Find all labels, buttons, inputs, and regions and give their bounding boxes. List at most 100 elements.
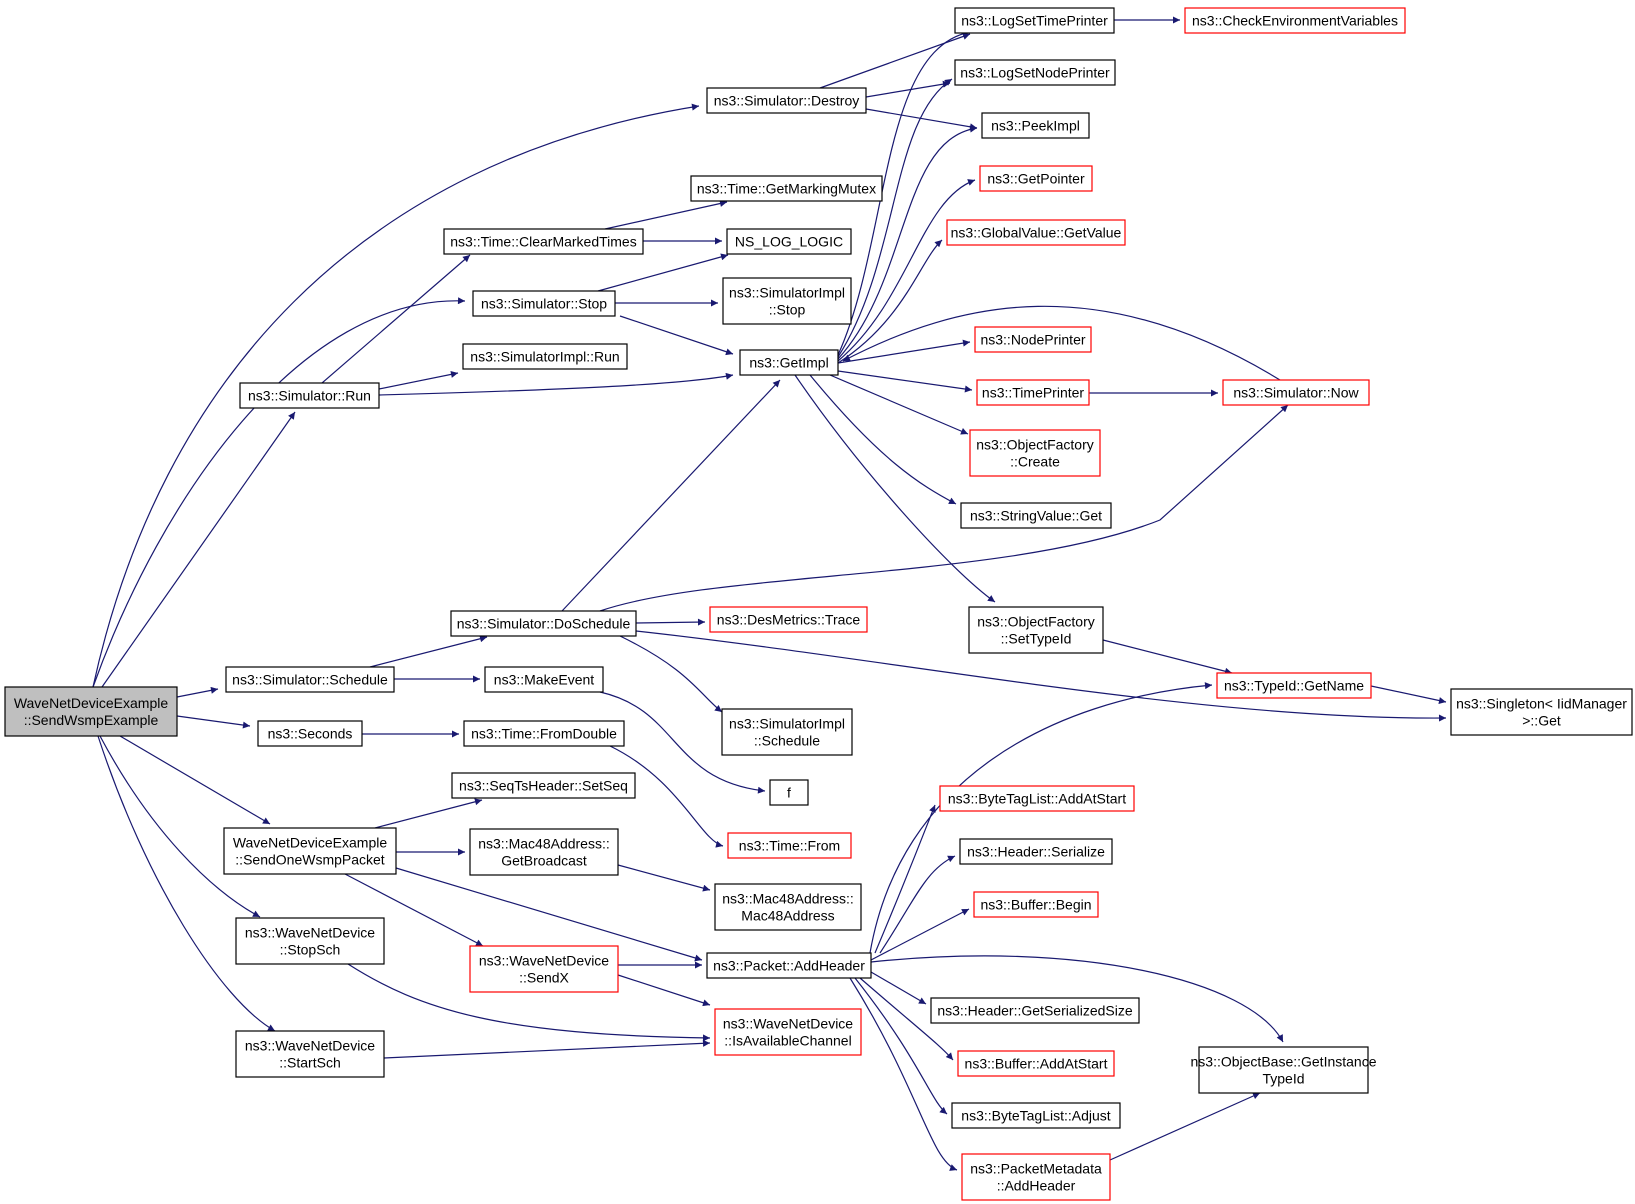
node-box[interactable] bbox=[235, 917, 385, 965]
node-gvgetvalue[interactable]: ns3::GlobalValue::GetValue bbox=[946, 219, 1126, 246]
node-box[interactable] bbox=[969, 429, 1101, 477]
node-destrace[interactable]: ns3::DesMetrics::Trace bbox=[709, 606, 868, 633]
node-stopsch[interactable]: ns3::WaveNetDevice::StopSch bbox=[235, 917, 385, 965]
node-hdrsize[interactable]: ns3::Header::GetSerializedSize bbox=[930, 997, 1140, 1024]
node-box[interactable] bbox=[1450, 688, 1633, 736]
node-box[interactable] bbox=[954, 7, 1115, 34]
node-box[interactable] bbox=[739, 349, 839, 376]
node-lognode[interactable]: ns3::LogSetNodePrinter bbox=[954, 59, 1116, 86]
node-btladjust[interactable]: ns3::ByteTagList::Adjust bbox=[951, 1102, 1121, 1129]
node-box[interactable] bbox=[225, 666, 395, 693]
node-setseq[interactable]: ns3::SeqTsHeader::SetSeq bbox=[451, 772, 636, 799]
node-svget[interactable]: ns3::StringValue::Get bbox=[960, 502, 1112, 529]
node-box[interactable] bbox=[939, 785, 1135, 812]
node-box[interactable] bbox=[469, 945, 619, 993]
node-box[interactable] bbox=[973, 891, 1099, 918]
node-ofcreate[interactable]: ns3::ObjectFactory::Create bbox=[969, 429, 1101, 477]
node-box[interactable] bbox=[706, 87, 867, 114]
node-fromdouble[interactable]: ns3::Time::FromDouble bbox=[463, 720, 625, 747]
node-logtime[interactable]: ns3::LogSetTimePrinter bbox=[954, 7, 1115, 34]
node-box[interactable] bbox=[974, 326, 1092, 353]
node-clearmarked[interactable]: ns3::Time::ClearMarkedTimes bbox=[443, 228, 644, 255]
node-makeevent[interactable]: ns3::MakeEvent bbox=[484, 666, 604, 693]
node-sendx[interactable]: ns3::WaveNetDevice::SendX bbox=[469, 945, 619, 993]
node-box[interactable] bbox=[1198, 1046, 1369, 1094]
node-box[interactable] bbox=[257, 720, 363, 747]
node-box[interactable] bbox=[469, 828, 619, 876]
node-box[interactable] bbox=[946, 219, 1126, 246]
node-simstop[interactable]: ns3::Simulator::Stop bbox=[472, 290, 616, 317]
node-getpointer[interactable]: ns3::GetPointer bbox=[979, 165, 1093, 192]
node-box[interactable] bbox=[451, 772, 636, 799]
node-box[interactable] bbox=[726, 228, 852, 255]
node-box[interactable] bbox=[1222, 379, 1370, 406]
node-pmaddheader[interactable]: ns3::PacketMetadata::AddHeader bbox=[961, 1153, 1111, 1201]
node-box[interactable] bbox=[981, 112, 1090, 139]
node-implrun[interactable]: ns3::SimulatorImpl::Run bbox=[462, 343, 628, 370]
node-simschedule[interactable]: ns3::Simulator::Schedule bbox=[225, 666, 395, 693]
node-box[interactable] bbox=[959, 838, 1113, 865]
node-box[interactable] bbox=[1184, 7, 1406, 34]
node-box[interactable] bbox=[951, 1102, 1121, 1129]
node-box[interactable] bbox=[727, 832, 852, 859]
node-checkenv[interactable]: ns3::CheckEnvironmentVariables bbox=[1184, 7, 1406, 34]
node-box[interactable] bbox=[709, 606, 868, 633]
node-box[interactable] bbox=[706, 952, 872, 979]
node-root[interactable]: WaveNetDeviceExample::SendWsmpExample bbox=[4, 686, 178, 737]
node-mac48ctor[interactable]: ns3::Mac48Address::Mac48Address bbox=[714, 883, 862, 931]
node-startsch[interactable]: ns3::WaveNetDevice::StartSch bbox=[235, 1030, 385, 1078]
node-seconds[interactable]: ns3::Seconds bbox=[257, 720, 363, 747]
node-implschedule[interactable]: ns3::SimulatorImpl::Schedule bbox=[721, 708, 853, 756]
node-box[interactable] bbox=[484, 666, 604, 693]
node-simrun[interactable]: ns3::Simulator::Run bbox=[239, 382, 380, 409]
node-box[interactable] bbox=[714, 1008, 862, 1056]
node-simnow[interactable]: ns3::Simulator::Now bbox=[1222, 379, 1370, 406]
node-addheader[interactable]: ns3::Packet::AddHeader bbox=[706, 952, 872, 979]
node-box[interactable] bbox=[443, 228, 644, 255]
node-box[interactable] bbox=[721, 708, 853, 756]
node-box[interactable] bbox=[930, 997, 1140, 1024]
node-f[interactable]: f bbox=[769, 779, 809, 806]
node-destroy[interactable]: ns3::Simulator::Destroy bbox=[706, 87, 867, 114]
node-box[interactable] bbox=[979, 165, 1093, 192]
node-getimpl[interactable]: ns3::GetImpl bbox=[739, 349, 839, 376]
node-nodeprinter[interactable]: ns3::NodePrinter bbox=[974, 326, 1092, 353]
node-box[interactable] bbox=[722, 277, 852, 325]
node-box[interactable] bbox=[472, 290, 616, 317]
node-typeidgetname[interactable]: ns3::TypeId::GetName bbox=[1216, 672, 1372, 699]
node-box[interactable] bbox=[960, 502, 1112, 529]
node-hdrserialize[interactable]: ns3::Header::Serialize bbox=[959, 838, 1113, 865]
node-box[interactable] bbox=[957, 1050, 1115, 1077]
node-singletonget[interactable]: ns3::Singleton< IidManager >::Get bbox=[1450, 688, 1633, 736]
node-box[interactable] bbox=[954, 59, 1116, 86]
node-box[interactable] bbox=[976, 379, 1090, 406]
node-isavail[interactable]: ns3::WaveNetDevice::IsAvailableChannel bbox=[714, 1008, 862, 1056]
node-peekimpl[interactable]: ns3::PeekImpl bbox=[981, 112, 1090, 139]
node-timeprinter[interactable]: ns3::TimePrinter bbox=[976, 379, 1090, 406]
node-box[interactable] bbox=[223, 827, 397, 875]
node-implstop[interactable]: ns3::SimulatorImpl::Stop bbox=[722, 277, 852, 325]
node-sendone[interactable]: WaveNetDeviceExample::SendOneWsmpPacket bbox=[223, 827, 397, 875]
node-box[interactable] bbox=[4, 686, 178, 737]
node-box[interactable] bbox=[235, 1030, 385, 1078]
node-box[interactable] bbox=[463, 720, 625, 747]
node-box[interactable] bbox=[714, 883, 862, 931]
node-box[interactable] bbox=[769, 779, 809, 806]
node-nslog[interactable]: NS_LOG_LOGIC bbox=[726, 228, 852, 255]
node-markingmutex[interactable]: ns3::Time::GetMarkingMutex bbox=[690, 175, 883, 202]
node-box[interactable] bbox=[462, 343, 628, 370]
node-box[interactable] bbox=[450, 610, 637, 637]
node-box[interactable] bbox=[968, 606, 1104, 654]
node-timefrom[interactable]: ns3::Time::From bbox=[727, 832, 852, 859]
node-box[interactable] bbox=[1216, 672, 1372, 699]
node-bufaddatstart[interactable]: ns3::Buffer::AddAtStart bbox=[957, 1050, 1115, 1077]
node-box[interactable] bbox=[961, 1153, 1111, 1201]
node-bufbegin[interactable]: ns3::Buffer::Begin bbox=[973, 891, 1099, 918]
node-getbroadcast[interactable]: ns3::Mac48Address::GetBroadcast bbox=[469, 828, 619, 876]
node-box[interactable] bbox=[239, 382, 380, 409]
node-doschedule[interactable]: ns3::Simulator::DoSchedule bbox=[450, 610, 637, 637]
node-ofsettypeid[interactable]: ns3::ObjectFactory::SetTypeId bbox=[968, 606, 1104, 654]
node-btladdatstart[interactable]: ns3::ByteTagList::AddAtStart bbox=[939, 785, 1135, 812]
node-box[interactable] bbox=[690, 175, 883, 202]
